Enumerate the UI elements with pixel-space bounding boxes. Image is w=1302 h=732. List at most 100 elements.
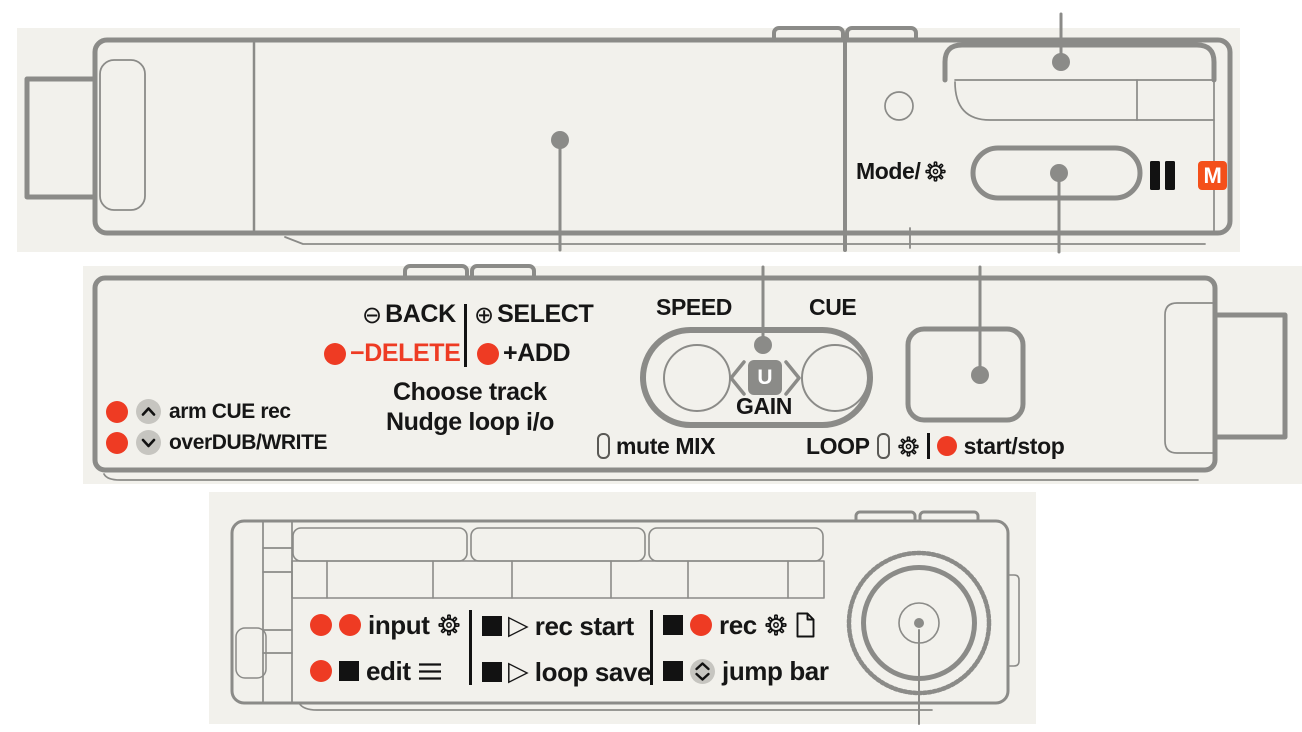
side-tab-2 [470, 264, 536, 280]
side-view-callouts [754, 336, 989, 384]
side-view-panel [83, 266, 1302, 484]
record-led-icon [106, 431, 128, 454]
left-clip [235, 627, 267, 679]
label-divider [464, 304, 467, 367]
mode-button[interactable] [970, 145, 1143, 201]
play-triangle-icon: ▷ [508, 656, 529, 687]
chevron-down-icon [141, 438, 156, 448]
play-triangle-icon: ▷ [508, 610, 529, 641]
gear-icon [764, 613, 788, 637]
rec-start-label: rec start [534, 610, 634, 641]
fader-icon [876, 433, 890, 459]
overdub-write-label: overDUB/WRITE [169, 431, 328, 454]
top-view-callouts [551, 53, 1070, 182]
record-led-icon [324, 342, 346, 365]
file-icon [796, 612, 815, 638]
legend-divider [469, 610, 472, 685]
minus-circle-icon: ⊖ [362, 300, 383, 329]
menu-icon [418, 662, 441, 680]
pause-bar-icon [1150, 161, 1160, 190]
start-stop-label: start/stop [963, 432, 1065, 459]
side-view-skirt-line [103, 473, 1199, 481]
key-3[interactable] [648, 527, 824, 562]
bottom-tab-2 [918, 510, 980, 523]
legend-divider [650, 610, 653, 685]
gain-wheel[interactable]: U [748, 360, 782, 395]
bottom-view-body [230, 519, 1010, 705]
connector-housing-side [1164, 302, 1216, 454]
record-led-icon [106, 400, 128, 423]
start-stop-button[interactable] [905, 326, 1026, 423]
up-down-button[interactable] [690, 658, 715, 684]
mic-hole [884, 91, 914, 121]
choose-track-label: Choose track [393, 378, 547, 406]
nudge-loop-label: Nudge loop i/o [386, 408, 554, 436]
pause-bar-icon [1165, 161, 1175, 190]
delete-label: −DELETE [350, 339, 461, 367]
gain-label: GAIN [736, 393, 792, 419]
gear-icon [897, 435, 920, 458]
edit-label: edit [366, 656, 411, 686]
cue-label: CUE [809, 294, 857, 320]
plus-circle-icon: ⊕ [474, 300, 495, 329]
bottom-view-skirt-line [298, 702, 933, 711]
fader-icon [597, 433, 610, 459]
record-led-icon [690, 614, 712, 636]
mix-label: MIX [675, 432, 716, 459]
arm-cue-rec-label: arm CUE rec [169, 400, 291, 423]
mute-label: mute [616, 432, 670, 459]
jump-bar-top-view[interactable] [942, 42, 1217, 83]
cue-knob[interactable] [801, 344, 869, 412]
gear-icon [437, 613, 461, 637]
chevron-down-button[interactable] [136, 430, 161, 455]
usb-connector-top [24, 76, 98, 200]
stop-square-icon [339, 661, 359, 681]
select-label: SELECT [497, 300, 594, 328]
bottom-tab-1 [854, 510, 917, 523]
stop-square-icon [663, 661, 683, 681]
usb-connector-side [1212, 312, 1288, 440]
gain-left-bracket-icon [729, 360, 746, 396]
mode-label: Mode/ [856, 158, 921, 184]
label-divider [926, 433, 930, 459]
loop-label: LOOP [806, 432, 870, 459]
loop-save-label: loop save [534, 656, 652, 687]
stop-square-icon [482, 615, 502, 636]
record-led-icon [477, 342, 499, 365]
key-1[interactable] [292, 527, 468, 562]
hinge-ridges [262, 547, 293, 654]
jump-bar-label: jump bar [722, 656, 829, 686]
speed-knob[interactable] [663, 344, 731, 412]
speed-cue-pill [640, 327, 873, 428]
gear-icon [924, 160, 947, 183]
half-key-band[interactable] [291, 560, 825, 599]
top-tab-2 [845, 26, 918, 42]
right-clip [1007, 574, 1020, 667]
record-led-icon [339, 614, 361, 636]
mode-m-badge: M [1198, 161, 1227, 190]
connector-housing-top [99, 59, 146, 211]
top-view-skirt-line [284, 236, 1206, 245]
speed-label: SPEED [656, 294, 732, 320]
back-label: BACK [385, 300, 456, 328]
record-led-icon [310, 660, 332, 682]
key-2[interactable] [470, 527, 646, 562]
half-key-dividers [326, 560, 789, 599]
record-led-icon [310, 614, 332, 636]
chevron-up-button[interactable] [136, 399, 161, 424]
recess-line-lower [954, 81, 1215, 121]
side-tab-1 [403, 264, 469, 280]
up-down-arrows-icon [695, 661, 710, 681]
input-label: input [368, 610, 430, 640]
chevron-up-icon [141, 407, 156, 416]
gain-right-bracket-icon [784, 360, 801, 396]
rec-label: rec [719, 610, 757, 640]
stop-square-icon [482, 661, 502, 682]
add-label: +ADD [503, 339, 571, 367]
top-tab-1 [772, 26, 845, 42]
record-led-icon [936, 436, 957, 456]
stop-square-icon [663, 615, 683, 635]
top-view-panel [17, 28, 1240, 252]
